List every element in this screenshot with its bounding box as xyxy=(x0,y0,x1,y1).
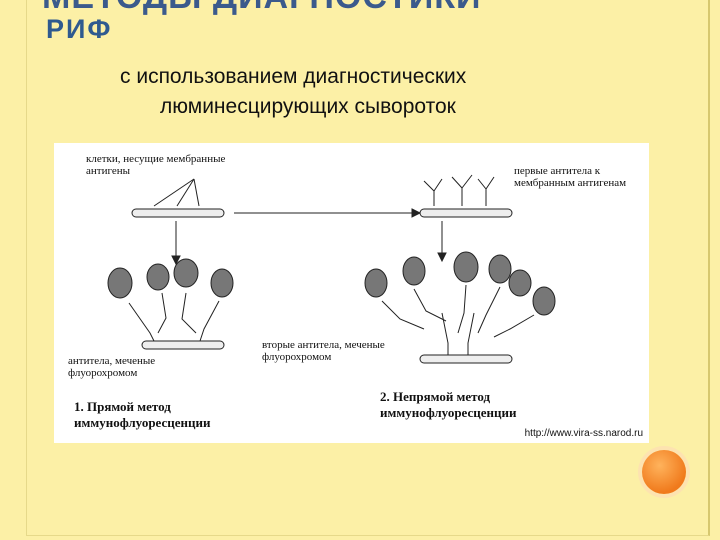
labeled-antibody xyxy=(199,300,220,342)
method-indirect: 2. Непрямой метод иммунофлуоресценции xyxy=(380,389,517,420)
label-second-antibodies: вторые антитела, меченые флуорохромом xyxy=(262,339,385,363)
subtitle-line-2: люминесцирующих сывороток xyxy=(160,95,456,118)
fluorochrome xyxy=(488,254,512,284)
fluorochrome xyxy=(364,268,388,298)
label-first-antibodies: первые антитела к мембранным антигенам xyxy=(514,165,627,189)
membrane-left-top xyxy=(131,208,225,218)
membrane-right-top xyxy=(419,208,513,218)
first-antibody xyxy=(441,312,449,355)
method-direct: 1. Прямой метод иммунофлуоресценции xyxy=(74,399,211,430)
fluorochrome xyxy=(508,269,532,297)
slide-title-top: МЕТОДЫ ДИАГНОСТИКИ xyxy=(42,0,481,17)
diagram-drawing xyxy=(107,174,556,364)
second-antibody xyxy=(457,284,467,334)
second-antibody xyxy=(493,314,535,338)
first-antibody xyxy=(423,178,443,206)
slide-frame xyxy=(26,0,710,536)
first-antibody xyxy=(467,312,475,355)
membrane-left-bottom xyxy=(141,340,225,350)
labeled-antibody xyxy=(181,292,197,334)
source-url: http://www.vira-ss.narod.ru xyxy=(524,428,643,439)
subtitle-line-1: с использованием диагностических xyxy=(120,65,467,88)
fluorochrome xyxy=(402,256,426,286)
fluorochrome xyxy=(173,258,199,288)
arrowhead xyxy=(411,208,422,218)
membrane-right-bottom xyxy=(419,354,513,364)
labeled-antibody xyxy=(157,292,167,334)
label-labeled-antibodies: антитела, меченые флуорохромом xyxy=(68,355,156,379)
second-antibody xyxy=(413,288,447,322)
immunofluorescence-diagram: клетки, несущие мембранные антигены перв… xyxy=(54,143,649,443)
second-antibody xyxy=(381,300,425,330)
arrowhead xyxy=(171,255,181,266)
decorative-dot xyxy=(642,450,686,494)
pointer-line xyxy=(193,178,200,207)
pointer-line xyxy=(153,178,195,207)
labeled-antibody xyxy=(128,302,155,342)
fluorochrome xyxy=(453,251,479,283)
label-cells: клетки, несущие мембранные антигены xyxy=(86,153,226,177)
fluorochrome xyxy=(146,263,170,291)
slide-title: РИФ xyxy=(46,14,113,44)
first-antibody xyxy=(477,176,495,206)
pointer-line xyxy=(176,178,195,207)
arrowhead xyxy=(437,252,447,263)
fluorochrome xyxy=(107,267,133,299)
fluorochrome xyxy=(210,268,234,298)
slide-subtitle: с использованием диагностических люминес… xyxy=(120,62,600,122)
fluorochrome xyxy=(532,286,556,316)
second-antibody xyxy=(477,286,501,334)
first-antibody xyxy=(451,174,473,206)
